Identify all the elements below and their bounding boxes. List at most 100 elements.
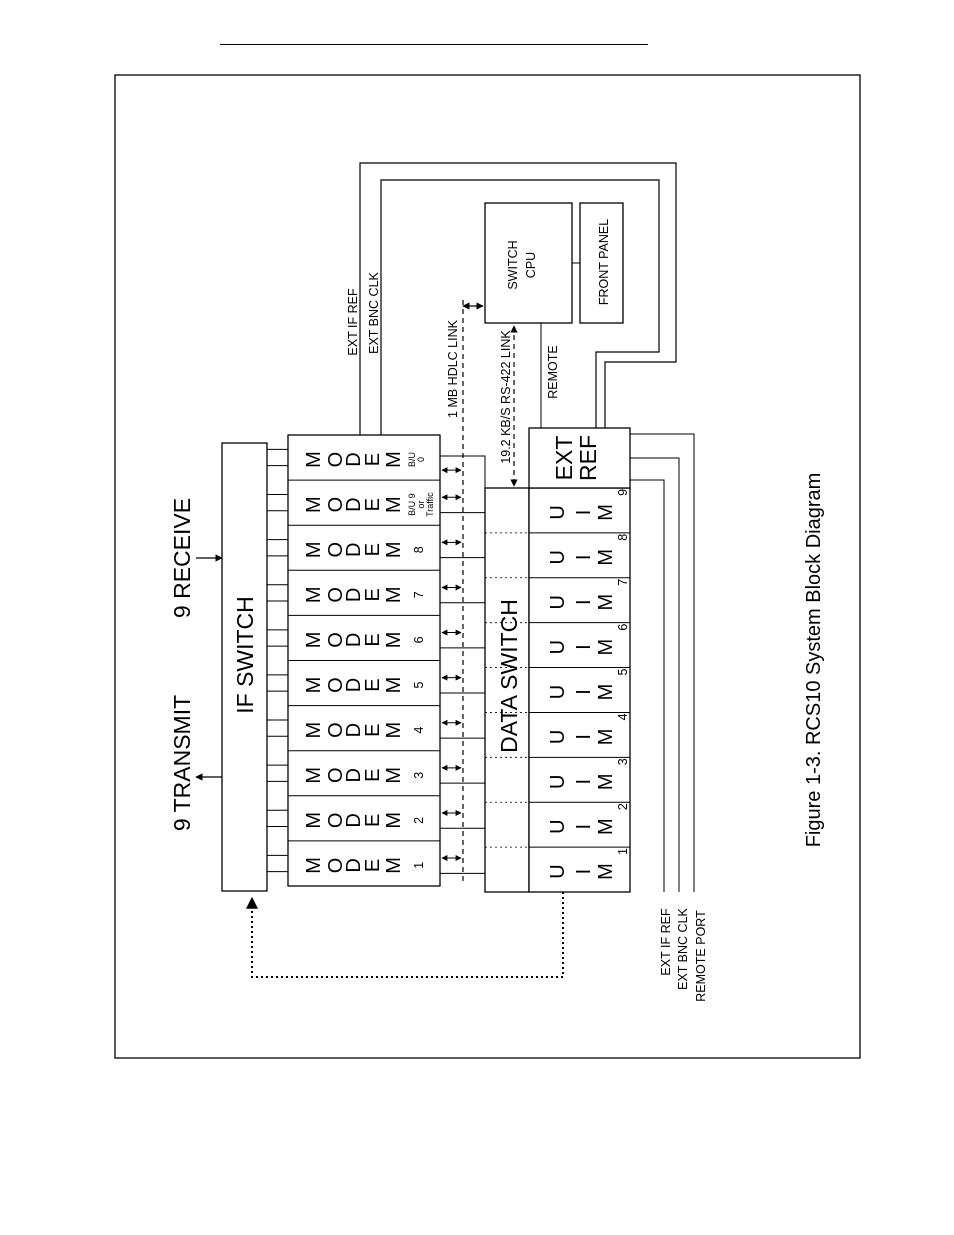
modem-data-links	[440, 467, 485, 874]
uim-letter: M	[595, 504, 617, 521]
modem-letter: O	[325, 632, 347, 648]
receive-label: 9 RECEIVE	[169, 498, 195, 618]
uim-letter: M	[595, 773, 617, 790]
modem-letter: O	[325, 767, 347, 783]
modem-letter: M	[383, 767, 405, 784]
modem-letter: O	[325, 587, 347, 603]
modem-letter: M	[303, 541, 325, 558]
modem-letter: E	[362, 588, 384, 601]
uim-number: 5	[616, 668, 630, 675]
modem-letter: M	[303, 451, 325, 468]
modem-letter: M	[383, 677, 405, 694]
modem-letter: M	[383, 812, 405, 829]
bottom-ext-if-ref-label: EXT IF REF	[659, 908, 673, 976]
modem-letter: D	[343, 633, 365, 647]
bottom-ext-bnc-clk-label: EXT BNC CLK	[676, 907, 690, 989]
modem-number: Traffic	[425, 492, 435, 517]
uim-letter: M	[595, 729, 617, 746]
modem-letter: M	[383, 857, 405, 874]
modem-letter: E	[362, 633, 384, 646]
modem-letter: E	[362, 814, 384, 827]
if-switch-links	[267, 448, 288, 873]
modem-letter: O	[325, 858, 347, 874]
modem-letter: M	[303, 496, 325, 513]
modem-letter: M	[383, 496, 405, 513]
uim-number: 4	[616, 713, 630, 720]
modem-letter: D	[343, 678, 365, 692]
uim-number: 8	[616, 534, 630, 541]
uim-letter: U	[547, 775, 569, 789]
modem-letter: M	[303, 677, 325, 694]
uim-letter: U	[547, 864, 569, 878]
ext-ref-line2: REF	[575, 435, 601, 481]
uim-letter: U	[547, 505, 569, 519]
modem-letter: O	[325, 813, 347, 829]
uim-number: 1	[616, 848, 630, 855]
modem-letter: O	[325, 452, 347, 468]
modem-number: 1	[412, 862, 426, 869]
uim-letter: M	[595, 639, 617, 656]
switch-cpu-block: SWITCH CPU	[484, 202, 573, 324]
uim-letter: U	[547, 685, 569, 699]
modem-number: 3	[412, 772, 426, 779]
uim-letter: M	[595, 594, 617, 611]
uim-letter: I	[573, 510, 595, 516]
modem-number: 6	[412, 636, 426, 643]
uim-letter: M	[595, 684, 617, 701]
bottom-remote-port-wire	[630, 479, 665, 892]
modem-letter: M	[303, 857, 325, 874]
modem-letter: O	[325, 677, 347, 693]
modem-letter: M	[383, 632, 405, 649]
uim-letter: I	[573, 824, 595, 830]
modem-letter: E	[362, 859, 384, 872]
data-switch-block: DATA SWITCH	[484, 487, 530, 893]
modem-letter: M	[303, 632, 325, 649]
modem-letter: E	[362, 453, 384, 466]
uim-letter: U	[547, 819, 569, 833]
modem-letter: M	[383, 587, 405, 604]
modem-letter: D	[343, 723, 365, 737]
modem-letter: E	[362, 498, 384, 511]
modem-letter: E	[362, 723, 384, 736]
uim-letter: M	[595, 863, 617, 880]
top-ext-bnc-clk-label: EXT BNC CLK	[367, 271, 381, 353]
uim-number: 9	[616, 489, 630, 496]
bottom-ext-bnc-clk-wire	[630, 457, 680, 892]
if-switch-block: IF SWITCH	[221, 442, 268, 892]
front-panel-label: FRONT PANEL	[597, 219, 611, 305]
modem-letter: O	[325, 722, 347, 738]
uim-letter: I	[573, 644, 595, 650]
modem-letter: D	[343, 813, 365, 827]
ext-bnc-clk-top-wire	[380, 179, 660, 435]
uim-letter: I	[573, 869, 595, 875]
modem-letter: O	[325, 497, 347, 513]
switch-cpu-line1: SWITCH	[506, 240, 520, 289]
uim-letter: U	[547, 730, 569, 744]
modem-number: 7	[412, 591, 426, 598]
uim-number: 7	[616, 579, 630, 586]
modem-letter: D	[343, 768, 365, 782]
bottom-remote-port-label: REMOTE PORT	[694, 910, 708, 1002]
uim-letter: I	[573, 779, 595, 785]
uim-letter: I	[573, 734, 595, 740]
modem-letter: M	[383, 541, 405, 558]
modem-letter: E	[362, 543, 384, 556]
modem-number: 0	[416, 457, 426, 462]
modem-letter: M	[383, 451, 405, 468]
modem-letter: E	[362, 769, 384, 782]
